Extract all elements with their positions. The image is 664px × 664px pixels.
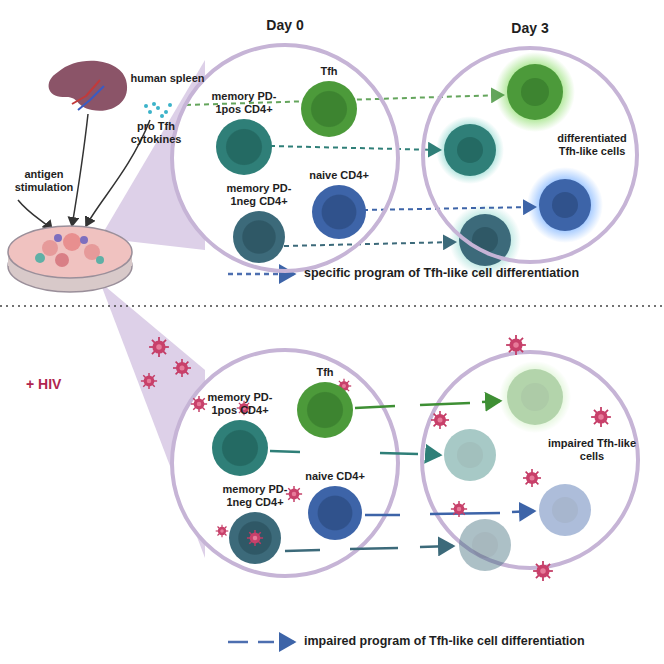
cell-body — [212, 420, 268, 476]
text-label: human spleen — [120, 72, 215, 85]
stage-heading: Day 3 — [425, 20, 635, 36]
cell-label: naive CD4+ — [290, 470, 380, 483]
cell-node: memory PD-1neg CD4+ — [210, 483, 300, 564]
cell-body — [312, 185, 366, 239]
text-label: differentiated Tfh-like cells — [546, 132, 638, 158]
cell-node: Tfh — [284, 65, 374, 137]
legend-text: impaired program of Tfh-like cell differ… — [304, 634, 585, 648]
text-label: impaired Tfh-like cells — [546, 437, 638, 463]
cell-body — [297, 382, 353, 438]
cell-label: naive CD4+ — [294, 169, 384, 182]
cell-label: memory PD-1pos CD4+ — [195, 391, 285, 417]
cell-node: memory PD-1pos CD4+ — [199, 90, 289, 175]
cell-label: memory PD-1neg CD4+ — [214, 182, 304, 208]
cell-body — [233, 211, 285, 263]
text-label: + HIV — [26, 378, 86, 391]
cell-body — [216, 119, 272, 175]
cell-body — [308, 486, 362, 540]
cell-node: memory PD-1neg CD4+ — [214, 182, 304, 263]
cell-body — [229, 512, 281, 564]
cell-node: memory PD-1pos CD4+ — [195, 391, 285, 476]
cell-body — [301, 81, 357, 137]
cell-label: memory PD-1pos CD4+ — [199, 90, 289, 116]
text-label: antigen stimulation — [4, 168, 84, 194]
cell-node: Tfh — [280, 366, 370, 438]
cell-label: Tfh — [280, 366, 370, 379]
cell-node: naive CD4+ — [290, 470, 380, 540]
legend-text: specific program of Tfh-like cell differ… — [304, 266, 579, 280]
cell-label: Tfh — [284, 65, 374, 78]
cell-node: naive CD4+ — [294, 169, 384, 239]
cell-label: memory PD-1neg CD4+ — [210, 483, 300, 509]
stage-heading: Day 0 — [174, 17, 396, 33]
stage-circle: Day 0memory PD-1pos CD4+Tfhnaive CD4+mem… — [170, 43, 400, 273]
virus-icon — [246, 529, 264, 547]
text-label: pro Tfh cytokines — [116, 120, 196, 146]
